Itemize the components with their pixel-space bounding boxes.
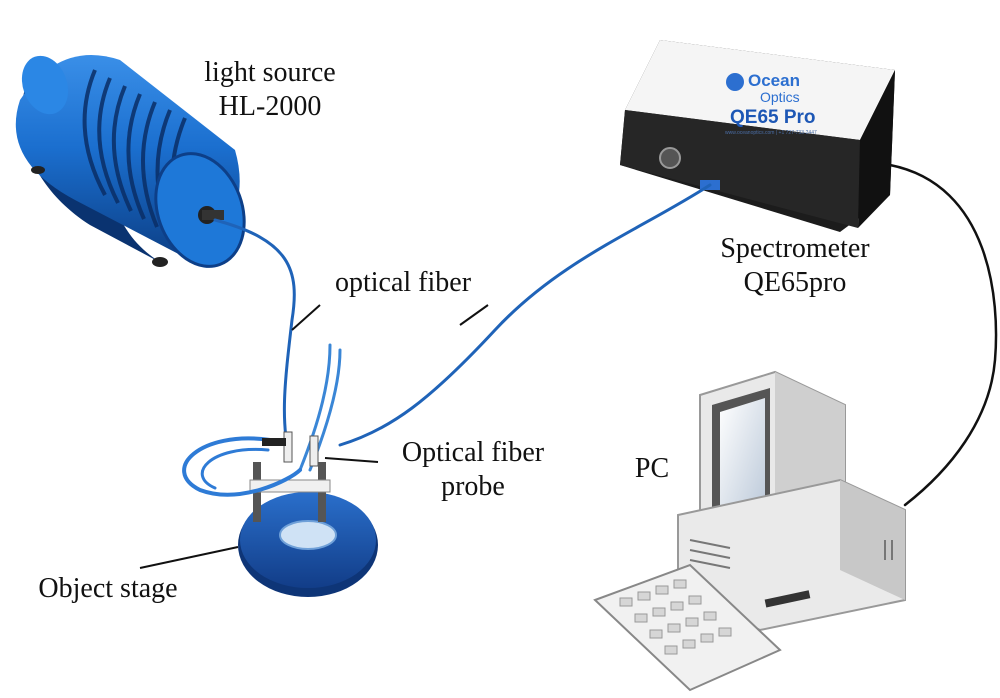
object-stage-device	[238, 462, 378, 597]
ocean-optics-logo-icon	[726, 73, 744, 91]
light-source-device	[15, 55, 246, 268]
spectrometer-device	[620, 40, 895, 232]
leader-probe	[324, 457, 379, 463]
brand-line2: Optics	[760, 89, 800, 105]
label-spectrometer-line1: Spectrometer	[720, 233, 870, 264]
pc-computer	[593, 370, 906, 692]
label-light-source: light source HL-2000	[180, 56, 360, 124]
label-optical-fiber: optical fiber	[334, 267, 472, 298]
label-light-source-line1: light source	[204, 57, 336, 88]
fiber-cables	[182, 163, 998, 507]
label-light-source-line2: HL-2000	[218, 91, 322, 122]
model-name: QE65 Pro	[730, 107, 816, 128]
spectrometer-branding: Ocean Optics QE65 Pro www.oceanoptics.co…	[725, 71, 817, 136]
label-probe: Optical fiber probe	[378, 436, 568, 504]
label-probe-line1: Optical fiber	[401, 437, 545, 468]
leader-object-stage	[139, 546, 239, 569]
label-spectrometer-line2: QE65pro	[743, 267, 847, 298]
leader-optical-fiber-left	[291, 304, 321, 331]
leader-lines	[139, 304, 489, 569]
label-object-stage: Object stage	[38, 573, 178, 604]
leader-optical-fiber-right	[459, 304, 489, 326]
brand-line1: Ocean	[748, 71, 800, 90]
label-spectrometer: Spectrometer QE65pro	[695, 232, 895, 300]
url-line: www.oceanoptics.com | +1 727-733-2447	[725, 130, 817, 136]
label-pc: PC	[634, 453, 670, 484]
label-probe-line2: probe	[441, 471, 505, 502]
